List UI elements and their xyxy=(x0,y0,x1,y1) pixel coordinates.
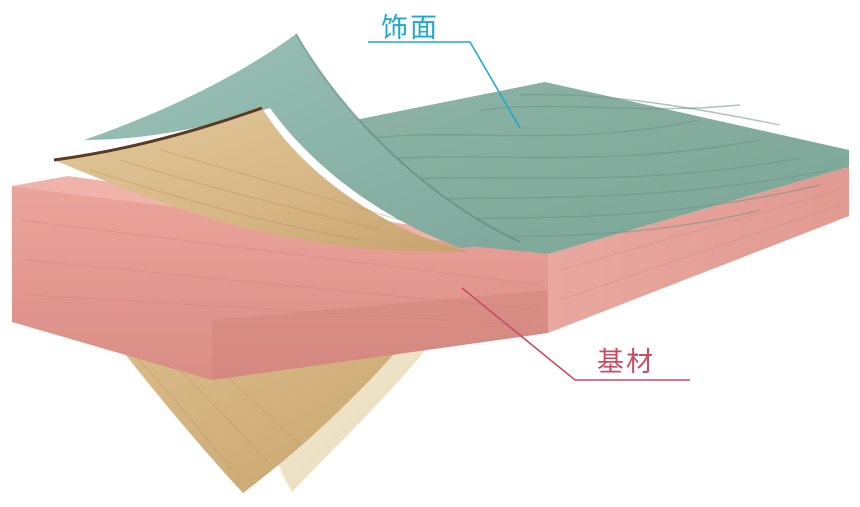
substrate-side-face xyxy=(548,167,849,333)
facing-label: 饰面 xyxy=(381,13,439,44)
substrate-grain xyxy=(19,189,841,326)
facing-leader-line xyxy=(368,41,521,129)
substrate-label: 基材 xyxy=(597,347,655,378)
peeled-facing-sheet xyxy=(84,34,520,248)
substrate-leader-line xyxy=(461,287,690,381)
substrate-front-face xyxy=(12,186,548,380)
peeled-wood-veneer xyxy=(54,108,470,252)
substrate-edge-shadow xyxy=(212,290,548,380)
